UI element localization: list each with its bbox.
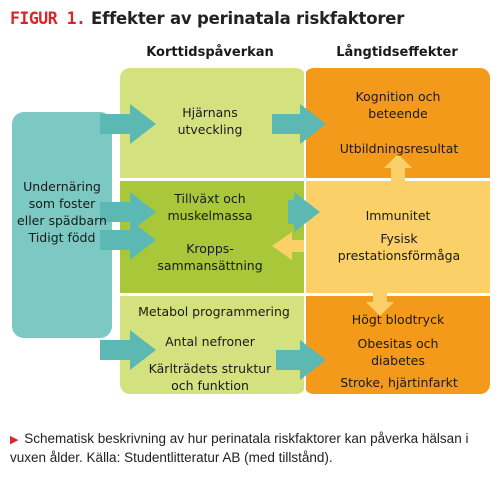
- arrow-to-brain: [100, 104, 156, 144]
- risk-factor-text: Undernäring som foster eller spädbarn Ti…: [14, 178, 110, 246]
- short-term-line: Kropps-: [186, 241, 234, 256]
- risk-arrows: [100, 104, 156, 370]
- short-term-line: Hjärnans: [182, 105, 238, 120]
- long-term-line: Obesitas och: [357, 336, 439, 351]
- short-term-item: Kärlträdets struktur och funktion: [128, 360, 292, 394]
- short-term-line: Kärlträdets struktur: [148, 361, 272, 376]
- arrow-growth-to-immunity: [288, 192, 320, 232]
- long-term-item: Stroke, hjärtinfarkt: [316, 374, 482, 391]
- short-term-item: Tillväxt och muskelmassa: [150, 190, 270, 224]
- long-term-item: Obesitas och diabetes: [320, 335, 476, 369]
- long-term-line: Utbildningsresultat: [339, 141, 459, 156]
- long-term-line: Kognition och: [355, 89, 441, 104]
- arrow-brain-to-cognition: [272, 104, 326, 144]
- diagram-graphic: [12, 68, 490, 394]
- long-term-line: beteende: [368, 106, 428, 121]
- long-term-line: diabetes: [371, 353, 425, 368]
- short-term-line: och funktion: [171, 378, 249, 393]
- risk-line: Tidigt född: [28, 230, 96, 245]
- long-term-item: Immunitet: [320, 207, 476, 224]
- long-term-item: Kognition och beteende: [320, 88, 476, 122]
- caption-bullet-icon: ▶: [10, 434, 19, 446]
- double-arrow-lower: [366, 274, 394, 316]
- figure-title: FIGUR 1. Effekter av perinatala riskfakt…: [10, 9, 490, 28]
- arrow-to-metabolic: [100, 330, 156, 370]
- figure-title-text: Effekter av perinatala riskfaktorer: [91, 9, 405, 28]
- risk-line: eller spädbarn: [17, 213, 107, 228]
- long-term-line: Stroke, hjärtinfarkt: [340, 375, 458, 390]
- long-term-line: Fysisk: [380, 231, 418, 246]
- double-arrow-upper: [384, 154, 412, 200]
- short-term-line: Tillväxt och: [174, 191, 246, 206]
- arrow-to-growth: [100, 192, 156, 232]
- short-term-line: sammansättning: [157, 258, 263, 273]
- long-term-item: Fysisk prestationsförmåga: [316, 230, 482, 264]
- risk-line: som foster: [28, 196, 96, 211]
- long-term-line: prestationsförmåga: [337, 248, 461, 263]
- caption-text: Schematisk beskrivning av hur perinatala…: [10, 431, 469, 465]
- arrow-to-body: [100, 220, 156, 260]
- short-term-line: utveckling: [177, 122, 243, 137]
- short-term-item: Antal nefroner: [140, 333, 280, 350]
- risk-factor-box: [12, 112, 112, 338]
- column-header-long-term: Långtidseffekter: [336, 45, 458, 60]
- figure-caption: ▶ Schematisk beskrivning av hur perinata…: [10, 430, 490, 466]
- risk-line: Undernäring: [23, 179, 101, 194]
- short-term-line: Antal nefroner: [165, 334, 255, 349]
- vertical-arrows: [366, 154, 412, 316]
- figure-label: FIGUR 1.: [10, 9, 86, 28]
- short-term-item: Metabol programmering: [126, 303, 302, 320]
- short-term-item: Hjärnans utveckling: [150, 104, 270, 138]
- short-term-line: muskelmassa: [167, 208, 253, 223]
- long-term-line: Immunitet: [365, 208, 431, 223]
- long-term-item: Utbildningsresultat: [316, 140, 482, 157]
- short-term-item: Kropps- sammansättning: [150, 240, 270, 274]
- long-term-line: Högt blodtryck: [351, 312, 445, 327]
- short-term-line: Metabol programmering: [138, 304, 290, 319]
- long-term-item: Högt blodtryck: [320, 311, 476, 328]
- arrow-vascular-to-bloodpressure: [276, 340, 326, 380]
- column-header-short-term: Korttidspåverkan: [146, 45, 274, 60]
- arrow-performance-to-body: [272, 232, 304, 260]
